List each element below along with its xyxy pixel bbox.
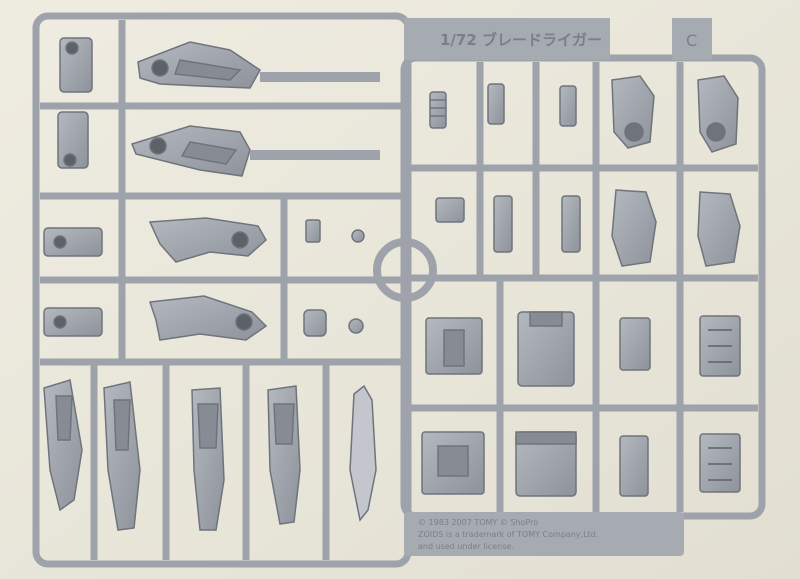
part-spring (429, 91, 447, 129)
part-pin-arm (487, 83, 505, 125)
part-connector (619, 317, 651, 371)
part-leg-fin-4 (267, 385, 301, 525)
part-small-block (43, 227, 103, 257)
part-small-block (59, 37, 93, 93)
part-claw-1 (148, 217, 267, 263)
part-housing-block (517, 311, 575, 387)
part-small-pin (351, 229, 365, 243)
copyright-block: © 1983 2007 TOMY © ShoPro ZOIDS is a tra… (404, 512, 684, 556)
part-box (515, 431, 577, 497)
part-blade-tip (349, 384, 377, 522)
parts-right (421, 75, 741, 497)
copyright-line-3: and used under license. (418, 542, 514, 551)
left-sprue-frame (32, 12, 412, 568)
part-armor-2 (697, 75, 739, 153)
part-long-pin (561, 195, 581, 253)
right-sprue-frame (400, 54, 766, 520)
part-leg-fin-3 (191, 387, 225, 531)
part-long-pin (493, 195, 513, 253)
part-claw-2 (148, 295, 268, 341)
part-pin-arm (559, 85, 577, 127)
part-leg-fin-2 (103, 381, 141, 531)
part-connector (619, 435, 649, 497)
part-small-pin (348, 318, 364, 334)
sprue-ring (373, 238, 437, 302)
part-bracket (435, 197, 465, 223)
part-jaw-block (421, 431, 485, 495)
part-armor-3 (611, 189, 657, 267)
part-armor-1 (611, 75, 655, 149)
copyright-line-2: ZOIDS is a trademark of TOMY Company,Ltd… (418, 530, 598, 539)
part-grille-1 (699, 315, 741, 377)
parts-left (43, 37, 380, 531)
label-tab: 1/72 ブレードライガー C (404, 18, 712, 60)
copyright-line-1: © 1983 2007 TOMY © ShoPro (418, 518, 538, 527)
part-small-block (57, 111, 89, 169)
part-clip-block (425, 317, 483, 375)
letter-tag: C (686, 31, 697, 50)
part-small-block (43, 307, 103, 337)
scale-label: 1/72 ブレードライガー (440, 31, 602, 49)
part-grille-2 (699, 433, 741, 493)
part-long-blade-1 (137, 41, 261, 89)
part-small-cylinder (303, 309, 327, 337)
part-small-tab (305, 219, 321, 243)
part-armor-4 (697, 191, 741, 267)
part-long-blade-2 (131, 125, 251, 177)
part-leg-fin-1 (43, 379, 83, 512)
